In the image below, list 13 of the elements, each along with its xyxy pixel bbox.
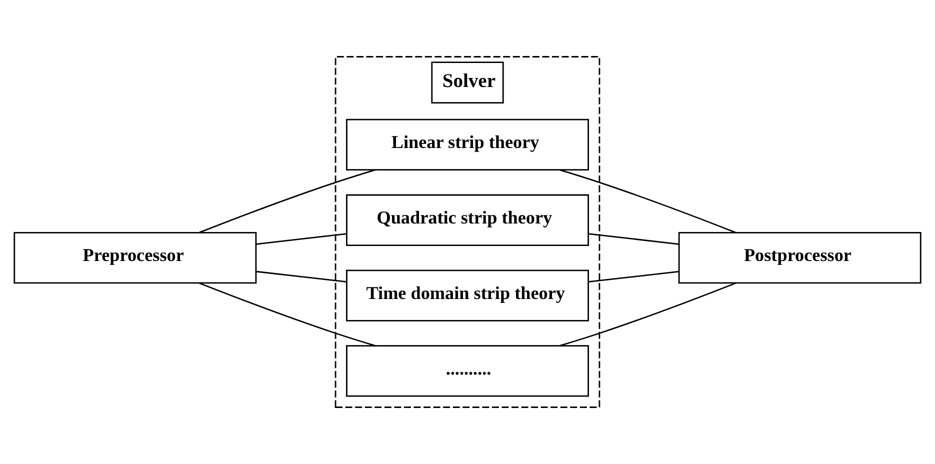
connector	[560, 282, 736, 346]
node-box: ..........	[346, 345, 589, 397]
connector	[256, 233, 347, 245]
node-box: Linear strip theory	[346, 118, 589, 171]
connector	[256, 270, 347, 283]
connector	[199, 169, 376, 234]
connector	[560, 169, 736, 234]
connector	[588, 270, 679, 283]
node-box: Postprocessor	[678, 232, 922, 284]
node-box: Preprocessor	[14, 232, 257, 284]
node-box: Time domain strip theory	[346, 270, 589, 322]
connector	[199, 282, 376, 346]
node-box: Quadratic strip theory	[346, 194, 589, 246]
